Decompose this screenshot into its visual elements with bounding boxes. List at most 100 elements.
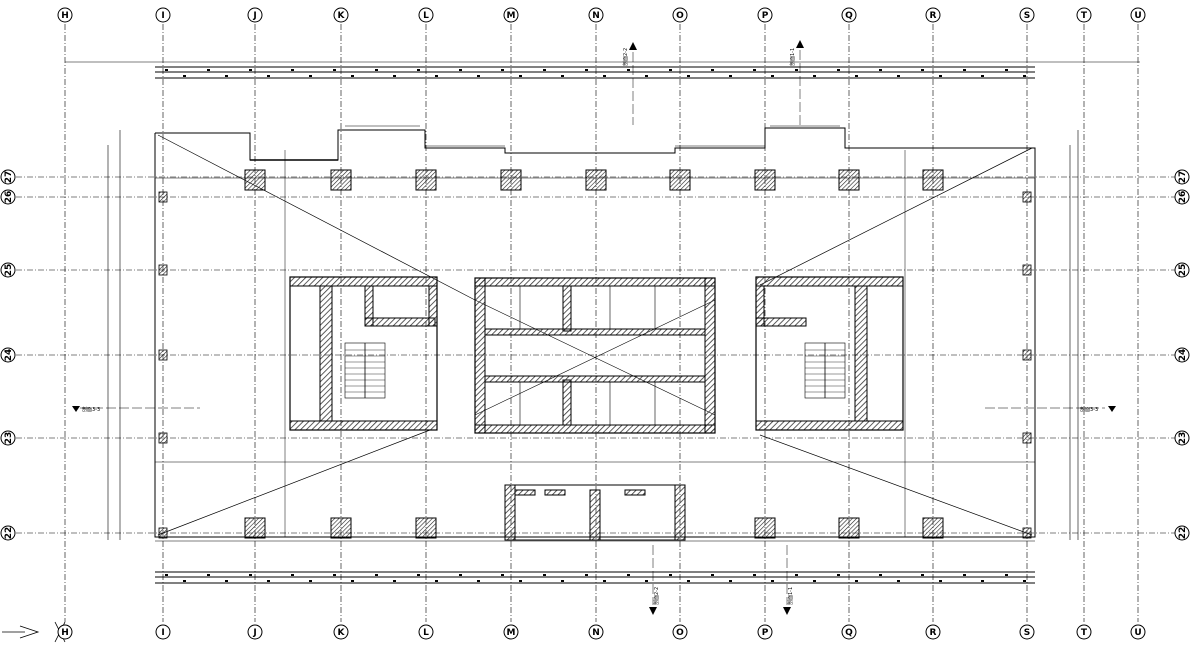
beam-tick [837,69,840,71]
grid-bubble-row-22: 22 [0,525,16,541]
beam-tick [1023,75,1026,77]
beam-tick [897,75,900,77]
grid-bubble-col-P: P [757,624,773,640]
beam-tick [645,580,648,582]
beam-tick [519,75,522,77]
grid-label-col: P [762,628,769,638]
column [1022,264,1032,276]
grid-bubble-col-L: L [418,7,434,23]
column [1022,191,1032,203]
grid-label-row: 24 [4,349,14,362]
grid-bubble-col-U: U [1130,7,1146,23]
grid-label-col: U [1134,11,1141,21]
column [158,191,168,203]
grid-bubble-col-Q: Q [841,7,857,23]
column [1022,349,1032,361]
beam-tick [879,69,882,71]
column [585,169,607,191]
grid-label-row: 23 [1178,432,1188,445]
beam-tick [351,75,354,77]
section-mark-left: 剖面3-3 [72,406,200,413]
grid-bubble-col-O: O [672,624,688,640]
beam-tick [1023,580,1026,582]
grid-bubble-col-J: J [247,624,263,640]
column [415,517,437,539]
beam-tick [459,574,462,576]
beam-tick [627,574,630,576]
grid-label-col: N [592,628,600,638]
grid-bubble-row-24: 24 [1174,347,1190,363]
grid-label-row: 25 [1178,264,1188,277]
grid-label-col: T [1081,11,1088,21]
beam-tick [375,574,378,576]
grid-label-row: 26 [4,191,14,204]
beam-tick [417,574,420,576]
grid-bubble-col-T: T [1076,7,1092,23]
beam-tick [795,69,798,71]
beam-tick [333,574,336,576]
beam-tick [585,69,588,71]
grid-label-col: Q [845,11,853,21]
grid-bubble-col-S: S [1019,624,1035,640]
column [669,169,691,191]
grid-label-col: I [161,11,164,21]
beam-tick [897,580,900,582]
section-mark-top-right: 剖面1-1 [789,40,804,125]
grid-label-col: H [61,11,69,21]
grid-label-col: S [1024,628,1030,638]
grid-bubble-row-22: 22 [1174,525,1190,541]
beam-tick [729,75,732,77]
column [158,349,168,361]
core-walls [289,276,904,541]
grid-label-col: P [762,11,769,21]
grid-bubble-col-K: K [333,624,349,640]
beam-tick [165,574,168,576]
grid-label-col: L [423,11,429,21]
grid-label-row: 25 [4,264,14,277]
grid-label-col: L [423,628,429,638]
grid-bubble-row-27: 27 [1174,169,1190,185]
grid-label-row: 27 [4,171,14,184]
column [922,517,944,539]
section-mark-bottom-left: 剖面2-2 [649,545,660,615]
beam-tick [417,69,420,71]
beam-tick [351,580,354,582]
beam-tick [855,580,858,582]
beam-tick [435,580,438,582]
beam-tick [981,75,984,77]
beam-tick [603,75,606,77]
beam-tick [309,75,312,77]
beam-tick [543,574,546,576]
grid-bubble-col-I: I [155,624,171,640]
grid-label-row: 26 [1178,191,1188,204]
section-label-left: 剖面3-3 [82,406,100,413]
beam-tick [477,75,480,77]
beam-tick [501,69,504,71]
beam-tick [963,574,966,576]
beam-tick [771,75,774,77]
beam-tick [669,574,672,576]
grid-label-col: U [1134,628,1141,638]
grid-bubble-col-H: H [57,7,73,23]
grid-label-row: 22 [4,527,14,540]
beam-tick [855,75,858,77]
beam-tick [963,69,966,71]
structural-columns [158,169,1032,539]
column [330,517,352,539]
grid-label-col: R [930,11,937,21]
section-label-top-right: 剖面1-1 [789,48,796,66]
grid-label-col: M [507,11,516,21]
grid-bubble-row-27: 27 [0,169,16,185]
grid-label-col: O [676,11,684,21]
beam-tick [333,69,336,71]
grid-label-row: 23 [4,432,14,445]
section-label-right: 剖面3-3 [1080,406,1098,413]
beam-tick [921,574,924,576]
beam-tick [375,69,378,71]
section-mark-right: 剖面3-3 [985,406,1116,413]
beam-tick [309,580,312,582]
grid-label-col: K [338,11,346,21]
beam-tick [501,574,504,576]
grid-bubble-row-24: 24 [0,347,16,363]
building-outline [65,61,1140,584]
